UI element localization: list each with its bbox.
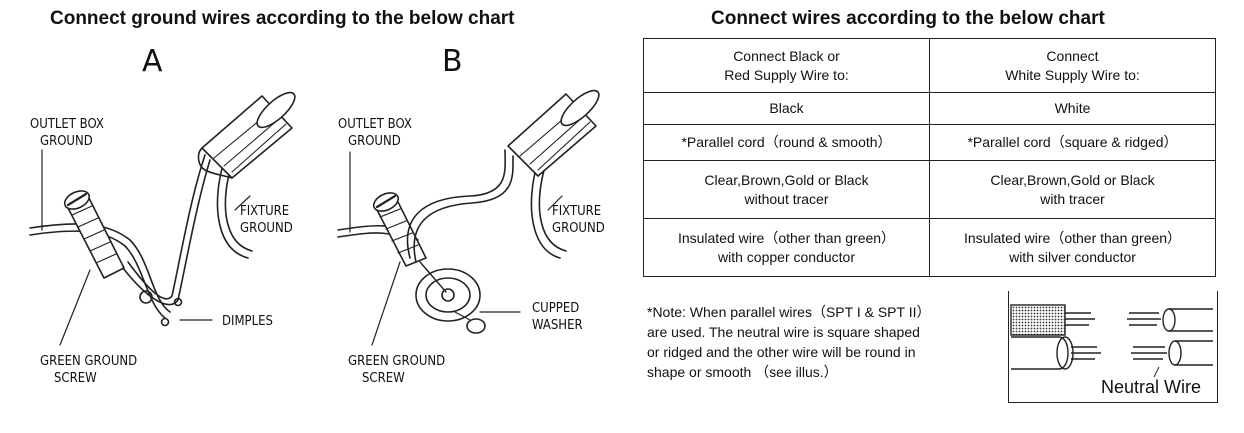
table-row: *Parallel cord（round & smooth） *Parallel…	[643, 124, 1216, 161]
wire-nut-b-icon	[507, 89, 600, 177]
wire-nut-a-icon	[197, 91, 296, 179]
cupped-washer-label: CUPPED WASHER	[532, 301, 583, 333]
table-row: Insulated wire（other than green） with co…	[643, 218, 1216, 277]
table-cell: Insulated wire（other than green） with co…	[643, 218, 930, 277]
green-ground-screw-a-icon	[63, 190, 125, 279]
fixture-ground-label-b: FIXTURE GROUND	[552, 204, 605, 236]
table-cell: Black	[643, 92, 930, 125]
table-row: Clear,Brown,Gold or Black without tracer…	[643, 160, 1216, 219]
diagram-a-drawing	[29, 91, 296, 346]
table-cell: *Parallel cord（square & ridged）	[929, 124, 1216, 161]
note-section: *Note: When parallel wires（SPT I & SPT I…	[643, 291, 1218, 403]
fixture-ground-label-a: FIXTURE GROUND	[240, 204, 293, 236]
green-ground-screw-label-b: GREEN GROUND SCREW	[348, 354, 446, 386]
table-cell: *Parallel cord（round & smooth）	[643, 124, 930, 161]
ground-wiring-illustration	[29, 89, 600, 346]
table-cell: White	[929, 92, 1216, 125]
outlet-box-ground-label-b: OUTLET BOX GROUND	[338, 117, 412, 149]
wire-connection-table: Connect Black or Red Supply Wire to: Con…	[643, 38, 1216, 277]
outlet-box-ground-label-a: OUTLET BOX GROUND	[30, 117, 104, 149]
header-cell-white: Connect White Supply Wire to:	[929, 38, 1216, 93]
cupped-washer-icon	[415, 268, 481, 322]
parallel-cord-icon	[1010, 304, 1213, 378]
parallel-wire-note: *Note: When parallel wires（SPT I & SPT I…	[647, 304, 931, 380]
diagram-a-letter: A	[142, 44, 163, 79]
diagram-b-drawing	[337, 89, 600, 346]
wire-chart-heading: Connect wires according to the below cha…	[711, 8, 1105, 29]
neutral-wire-illustration: Neutral Wire	[1008, 291, 1218, 403]
diagram-b-letter: B	[442, 44, 463, 79]
ground-chart-heading: Connect ground wires according to the be…	[50, 8, 515, 29]
green-ground-screw-b-icon	[372, 192, 427, 267]
table-cell: Insulated wire（other than green） with si…	[929, 218, 1216, 277]
table-cell: Clear,Brown,Gold or Black with tracer	[929, 160, 1216, 219]
table-row: Black White	[643, 92, 1216, 125]
header-cell-black-red: Connect Black or Red Supply Wire to:	[643, 38, 930, 93]
neutral-wire-label: Neutral Wire	[1100, 377, 1201, 397]
table-row: Connect Black or Red Supply Wire to: Con…	[643, 38, 1216, 93]
dimples-label: DIMPLES	[222, 314, 273, 329]
green-ground-screw-label-a: GREEN GROUND SCREW	[40, 354, 138, 386]
table-cell: Clear,Brown,Gold or Black without tracer	[643, 160, 930, 219]
